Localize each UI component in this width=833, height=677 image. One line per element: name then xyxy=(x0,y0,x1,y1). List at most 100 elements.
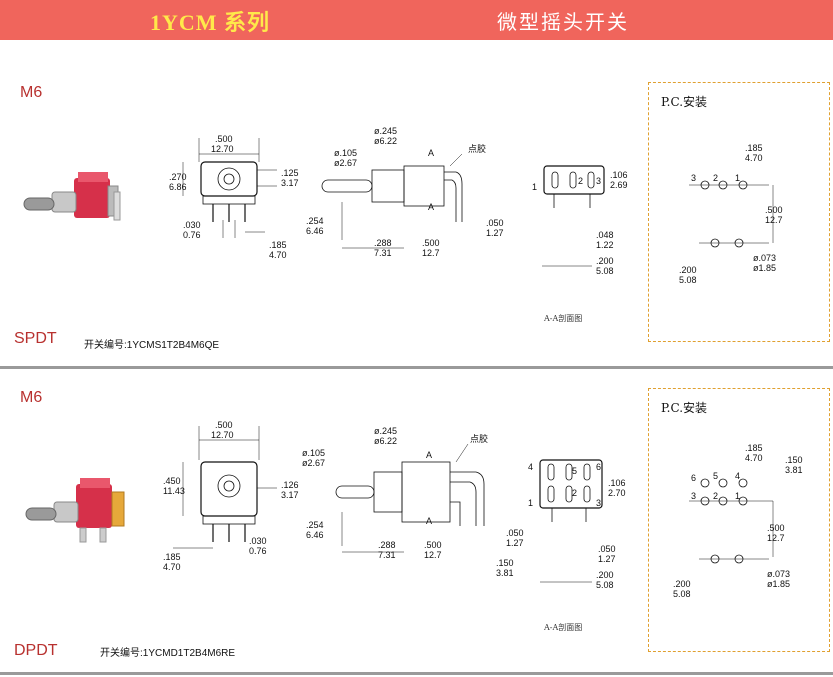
dim-side-body-mm: 12.7 xyxy=(424,550,442,560)
spdt-aa-section: 1 2 3 .106 2.69 .048 1.22 .200 5.08 xyxy=(532,165,628,276)
pc-row-in: .500 xyxy=(767,523,785,533)
dim-pin-spacing-mm: 0.76 xyxy=(183,230,201,240)
dim-pin-offset-mm: 4.70 xyxy=(163,562,181,572)
section2-code: M6 xyxy=(20,389,43,406)
dim-side-pin2-in: .150 xyxy=(496,558,514,568)
dpdt-side-view: ø.245 ø6.22 ø.105 ø2.67 A A 点胶 .254 6.46… xyxy=(302,426,524,578)
spdt-pc-layout: .185 4.70 3 2 1 .500 12.7 ø.073 ø1.85 .2… xyxy=(679,143,783,285)
dim-front-height-mm: 6.86 xyxy=(169,182,187,192)
pc-spacing-in: .185 xyxy=(745,143,763,153)
dim-side-height-mm: 6.46 xyxy=(306,530,324,540)
dim-front-width-mm: 12.70 xyxy=(211,430,234,440)
dim-shaft-dia-in: ø.105 xyxy=(334,148,357,158)
aa-marker-bottom: A xyxy=(428,202,434,212)
dim-front-height-mm: 11.43 xyxy=(163,486,185,496)
dim-sect-width-mm: 1.22 xyxy=(596,240,614,250)
dim-sect-pin-mm: 5.08 xyxy=(596,266,614,276)
pc-hole-mm: ø1.85 xyxy=(753,263,776,273)
pc-pin-2: 2 xyxy=(713,491,718,501)
dim-bushing-dia-in: ø.245 xyxy=(374,426,397,436)
dim-bushing-dia-in: ø.245 xyxy=(374,126,397,136)
pc-spacing-in: .185 xyxy=(745,443,763,453)
dim-shaft-dia-mm: ø2.67 xyxy=(334,158,357,168)
pc-hole-in: ø.073 xyxy=(753,253,776,263)
dim-front-side-mm: 3.17 xyxy=(281,178,299,188)
sect-pin-2: 2 xyxy=(572,488,577,498)
section2-part-number: 开关编号:1YCMD1T2B4M6RE xyxy=(100,648,236,659)
dim-side-length-mm: 7.31 xyxy=(378,550,396,560)
dim-front-width-in: .500 xyxy=(215,134,233,144)
dim-bushing-dia-mm: ø6.22 xyxy=(374,436,397,446)
pc-base-in: .200 xyxy=(673,579,691,589)
pc-spacing2-in: .150 xyxy=(785,455,803,465)
dim-sect-height-in: .106 xyxy=(610,170,628,180)
dim-pin-spacing-mm: 0.76 xyxy=(249,546,267,556)
glue-point-label: 点胶 xyxy=(468,143,486,154)
dim-side-length-in: .288 xyxy=(378,540,396,550)
dim-side-pin-mm: 1.27 xyxy=(506,538,524,548)
dim-pin-offset-mm: 4.70 xyxy=(269,250,287,260)
sect-pin-3: 3 xyxy=(596,498,601,508)
glue-point-label: 点胶 xyxy=(470,433,488,444)
dim-front-width-in: .500 xyxy=(215,420,233,430)
pc-pin-4: 4 xyxy=(735,471,740,481)
pc-spacing2-mm: 3.81 xyxy=(785,465,803,475)
dim-pin-spacing-in: .030 xyxy=(249,536,267,546)
dim-pin-offset-in: .185 xyxy=(269,240,287,250)
dpdt-aa-section: 4 5 6 1 2 3 .106 2.70 .050 1.27 .200 5.0… xyxy=(528,459,626,590)
section-divider-2 xyxy=(0,672,833,675)
dim-sect-width-in: .050 xyxy=(598,544,616,554)
dim-sect-pin-in: .200 xyxy=(596,256,614,266)
header-banner: 1YCM 系列 微型摇头开关 xyxy=(0,0,833,40)
pc-pin-6: 6 xyxy=(691,473,696,483)
pc-base-mm: 5.08 xyxy=(673,589,691,599)
sect-pin-1: 1 xyxy=(528,498,533,508)
dim-side-pin-in: .050 xyxy=(506,528,524,538)
dpdt-pc-title: P.C.安装 xyxy=(661,401,708,415)
dim-sect-height-in: .106 xyxy=(608,478,626,488)
dim-front-side-in: .126 xyxy=(281,480,299,490)
dim-front-side-mm: 3.17 xyxy=(281,490,299,500)
dim-side-length-in: .288 xyxy=(374,238,392,248)
dim-sect-pin-mm: 5.08 xyxy=(596,580,614,590)
sect-pin-5: 5 xyxy=(572,466,577,476)
dim-sect-height-mm: 2.70 xyxy=(608,488,626,498)
pc-hole-in: ø.073 xyxy=(767,569,790,579)
section1-aa-label: A-A剖面图 xyxy=(544,314,583,323)
dim-bushing-dia-mm: ø6.22 xyxy=(374,136,397,146)
pc-base-mm: 5.08 xyxy=(679,275,697,285)
section-divider-1 xyxy=(0,366,833,369)
spdt-front-view: .500 12.70 .270 6.86 .125 3.17 .030 0.76… xyxy=(169,134,299,260)
dim-side-body-in: .500 xyxy=(424,540,442,550)
dim-side-pin-in: .050 xyxy=(486,218,504,228)
section2-aa-label: A-A剖面图 xyxy=(544,623,583,632)
dim-front-height-in: .270 xyxy=(169,172,187,182)
pc-pin-3: 3 xyxy=(691,491,696,501)
pc-row-mm: 12.7 xyxy=(765,215,783,225)
dim-sect-width-mm: 1.27 xyxy=(598,554,616,564)
dim-shaft-dia-in: ø.105 xyxy=(302,448,325,458)
spdt-product-photo xyxy=(23,172,121,221)
aa-marker-top: A xyxy=(428,148,434,158)
dim-sect-height-mm: 2.69 xyxy=(610,180,628,190)
series-title: 1YCM 系列 xyxy=(150,10,271,35)
spdt-side-view: ø.245 ø6.22 ø.105 ø2.67 A A 点胶 .254 6.46… xyxy=(306,126,504,258)
pc-hole-mm: ø1.85 xyxy=(767,579,790,589)
dim-pin-spacing-in: .030 xyxy=(183,220,201,230)
aa-marker-top: A xyxy=(426,450,432,460)
pc-row-mm: 12.7 xyxy=(767,533,785,543)
spdt-pc-title: P.C.安装 xyxy=(661,95,708,109)
sect-pin-2: 2 xyxy=(578,176,583,186)
dim-front-width-mm: 12.70 xyxy=(211,144,234,154)
aa-marker-bottom: A xyxy=(426,516,432,526)
dim-side-length-mm: 7.31 xyxy=(374,248,392,258)
pc-pin-5: 5 xyxy=(713,471,718,481)
pc-pin-3: 3 xyxy=(691,173,696,183)
pc-pin-2: 2 xyxy=(713,173,718,183)
sect-pin-6: 6 xyxy=(596,462,601,472)
dpdt-pc-mount-panel: P.C.安装 .185 4.70 .150 3.81 6 5 4 3 2 1 .… xyxy=(648,388,830,652)
dpdt-product-photo xyxy=(25,478,125,543)
section1-code: M6 xyxy=(20,84,43,101)
dim-sect-pin-in: .200 xyxy=(596,570,614,580)
dpdt-pc-layout: .185 4.70 .150 3.81 6 5 4 3 2 1 .500 12.… xyxy=(673,443,803,599)
